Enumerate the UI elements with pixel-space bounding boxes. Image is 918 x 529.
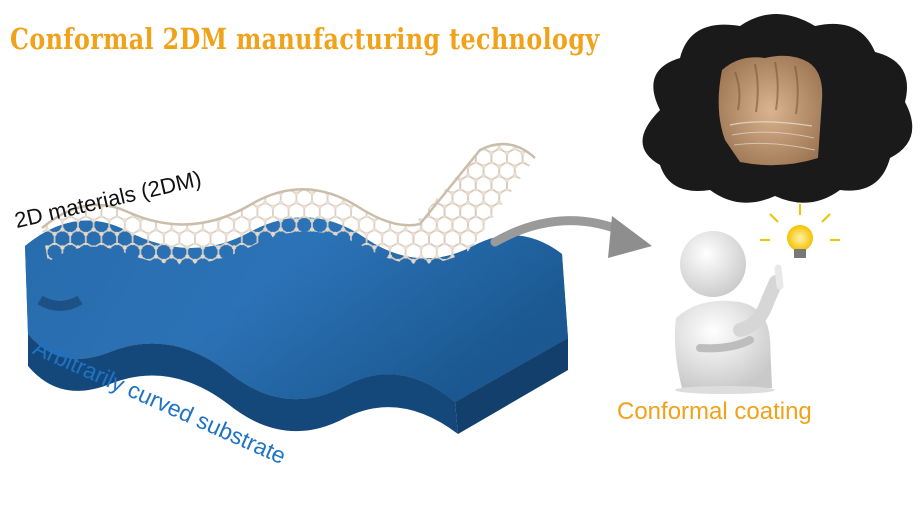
hand-fist-icon xyxy=(718,55,823,166)
curved-substrate xyxy=(25,217,568,434)
lightbulb-icon xyxy=(760,204,840,258)
thinking-person-icon xyxy=(674,231,784,394)
2d-material-lattice xyxy=(41,142,536,265)
page-title: Conformal 2DM manufacturing technology xyxy=(10,22,600,56)
curved-arrow-icon xyxy=(490,216,652,258)
conformal-coating-label: Conformal coating xyxy=(617,398,812,425)
thought-cloud-icon xyxy=(642,14,913,203)
